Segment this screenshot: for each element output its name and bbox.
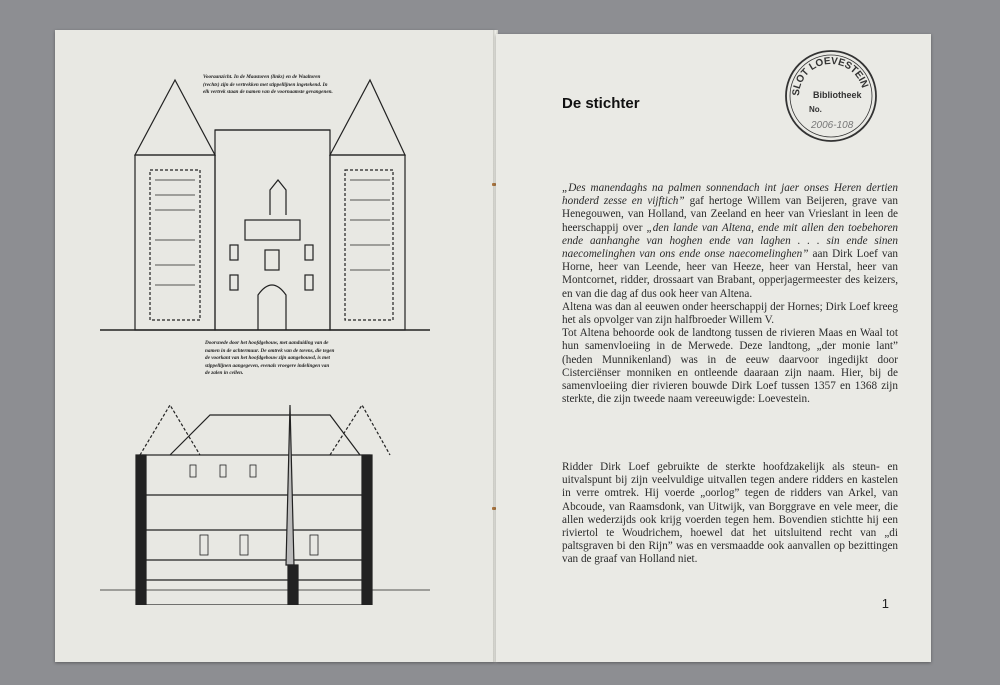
svg-text:Bibliotheek: Bibliotheek	[813, 90, 863, 100]
paragraph: Altena was dan al eeuwen onder heerschap…	[562, 300, 898, 327]
staple	[492, 183, 496, 186]
para1-text-end: aan Dirk Loef van Horne, heer van Leende…	[562, 248, 899, 300]
svg-text:No.: No.	[809, 105, 822, 114]
paragraph: Tot Altena behoorde ook de landtong tuss…	[562, 327, 898, 406]
para1-text: gaf hertoge Willem van Beijeren, grave v…	[562, 195, 898, 234]
castle-front-elevation-drawing	[100, 78, 430, 331]
paragraph: Ridder Dirk Loef gebruikte de sterkte ho…	[562, 461, 898, 566]
body-text-intro: „Des manendaghs na palmen sonnendach int…	[562, 182, 898, 406]
front-view-caption: Vooraanzicht. In de Maastoren (links) en…	[203, 74, 333, 95]
svg-text:2006-108: 2006-108	[810, 120, 854, 131]
quote-grant: „den lande van Altena, ende mit allen de…	[562, 221, 898, 261]
page-number: 1	[881, 596, 889, 611]
left-page: Vooraanzicht. In de Maastoren (links) en…	[55, 30, 495, 662]
castle-section-drawing	[100, 403, 430, 605]
chapter-title: De stichter	[562, 95, 640, 112]
library-stamp: SLOT LOEVESTEIN Bibliotheek No. 2006-108	[785, 50, 877, 142]
right-page: De stichter SLOT LOEVESTEIN Bibliotheek …	[496, 34, 931, 662]
book-gutter	[493, 30, 498, 662]
quote-date: „Des manendaghs na palmen sonnendach int…	[562, 182, 898, 208]
staple	[492, 507, 496, 510]
section-caption: Doorsnede door het hoofdgebouw, met aand…	[205, 340, 335, 376]
